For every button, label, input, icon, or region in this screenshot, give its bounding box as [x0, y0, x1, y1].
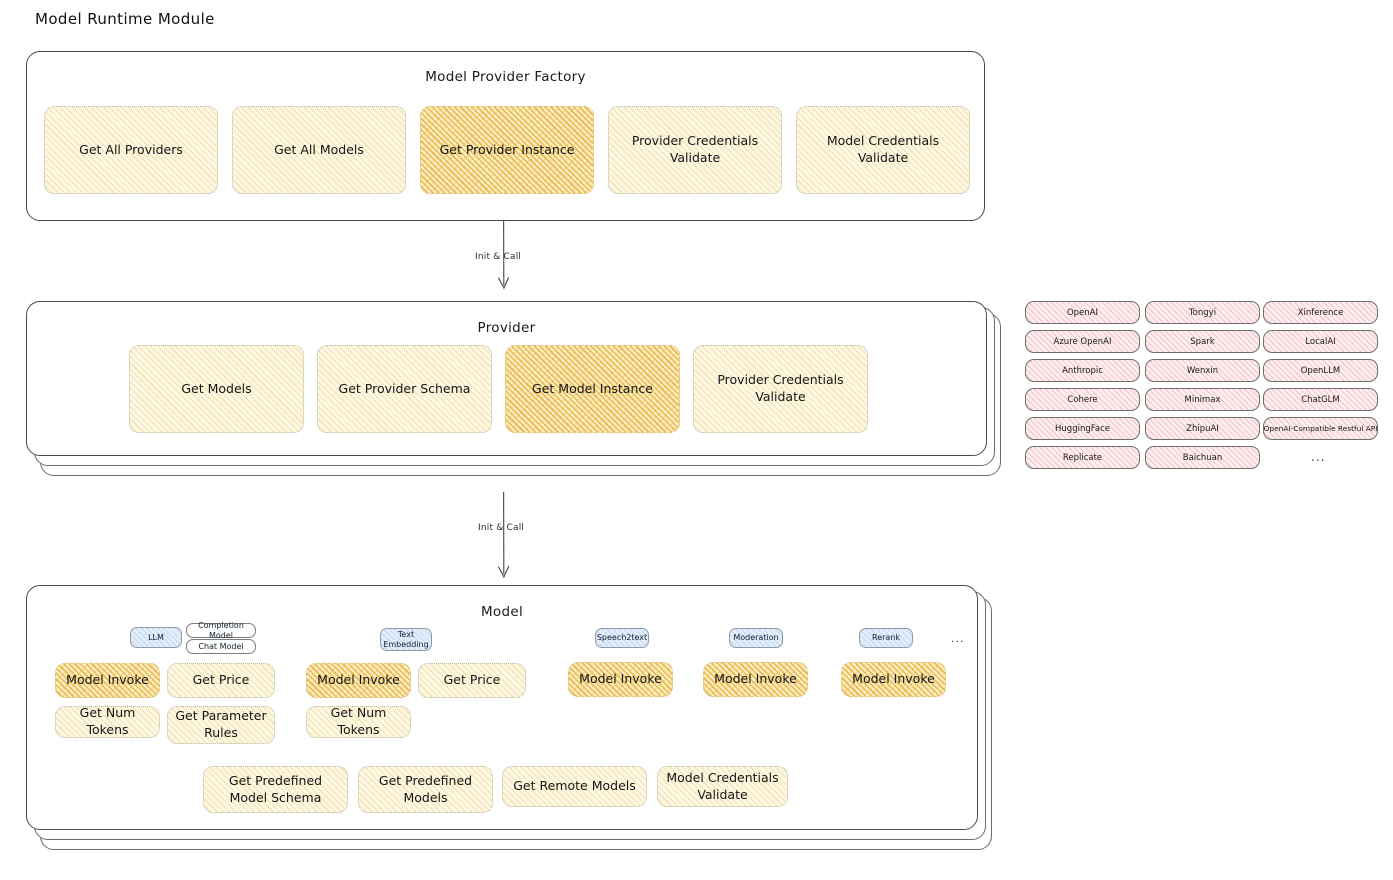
arrow-factory-to-provider — [498, 220, 510, 290]
model-types-more: ... — [951, 632, 965, 645]
factory-method-get-all-providers[interactable]: Get All Providers — [44, 106, 218, 194]
provider-method-provider-credentials-validate[interactable]: Provider Credentials Validate — [693, 345, 868, 433]
provider-tag-cohere[interactable]: Cohere — [1025, 388, 1140, 411]
text-embedding-method-get-num-tokens[interactable]: Get Num Tokens — [306, 705, 411, 738]
provider-list-more: ... — [1311, 450, 1326, 464]
provider-tag-azure-openai[interactable]: Azure OpenAI — [1025, 330, 1140, 353]
speech2text-method-model-invoke[interactable]: Model Invoke — [568, 662, 673, 697]
provider-tag-openai[interactable]: OpenAI — [1025, 301, 1140, 324]
factory-method-get-all-models[interactable]: Get All Models — [232, 106, 406, 194]
provider-tag-huggingface[interactable]: HuggingFace — [1025, 417, 1140, 440]
provider-tag-baichuan[interactable]: Baichuan — [1145, 446, 1260, 469]
provider-tag-chatglm[interactable]: ChatGLM — [1263, 388, 1378, 411]
arrow-label-init-and-call-1: Init & Call — [475, 252, 522, 262]
provider-method-get-provider-schema[interactable]: Get Provider Schema — [317, 345, 492, 433]
provider-tag-openllm[interactable]: OpenLLM — [1263, 359, 1378, 382]
model-type-badge-text-embedding[interactable]: Text Embedding — [380, 628, 432, 651]
arrow-label-init-and-call-2: Init & Call — [478, 523, 525, 533]
model-shared-method-get-predefined-model-schema[interactable]: Get Predefined Model Schema — [203, 766, 348, 813]
page-title: Model Runtime Module — [35, 10, 215, 28]
provider-tag-xinference[interactable]: Xinference — [1263, 301, 1378, 324]
model-shared-method-get-predefined-models[interactable]: Get Predefined Models — [358, 766, 493, 813]
text-embedding-method-model-invoke[interactable]: Model Invoke — [306, 663, 411, 698]
moderation-method-model-invoke[interactable]: Model Invoke — [703, 662, 808, 697]
model-shared-method-get-remote-models[interactable]: Get Remote Models — [502, 766, 647, 807]
llm-method-get-parameter-rules[interactable]: Get Parameter Rules — [167, 706, 275, 744]
model-subtype-chat-model[interactable]: Chat Model — [186, 639, 256, 654]
provider-tag-anthropic[interactable]: Anthropic — [1025, 359, 1140, 382]
rerank-method-model-invoke[interactable]: Model Invoke — [841, 662, 946, 697]
provider-tag-localai[interactable]: LocalAI — [1263, 330, 1378, 353]
provider-tag-tongyi[interactable]: Tongyi — [1145, 301, 1260, 324]
provider-tag-wenxin[interactable]: Wenxin — [1145, 359, 1260, 382]
model-type-badge-llm[interactable]: LLM — [130, 627, 182, 648]
model-type-badge-moderation[interactable]: Moderation — [729, 628, 783, 648]
provider-method-get-model-instance[interactable]: Get Model Instance — [505, 345, 680, 433]
model-subtype-completion-model[interactable]: Completion Model — [186, 621, 256, 640]
provider-tag-zhipuai[interactable]: ZhipuAI — [1145, 417, 1260, 440]
model-type-badge-rerank[interactable]: Rerank — [859, 628, 913, 648]
factory-method-provider-credentials-validate[interactable]: Provider Credentials Validate — [608, 106, 782, 194]
factory-method-get-provider-instance[interactable]: Get Provider Instance — [420, 106, 594, 194]
model-type-badge-speech2text[interactable]: Speech2text — [595, 628, 649, 648]
llm-method-get-price[interactable]: Get Price — [167, 663, 275, 698]
provider-method-get-models[interactable]: Get Models — [129, 345, 304, 433]
provider-tag-spark[interactable]: Spark — [1145, 330, 1260, 353]
provider-tag-minimax[interactable]: Minimax — [1145, 388, 1260, 411]
provider-tag-replicate[interactable]: Replicate — [1025, 446, 1140, 469]
model-shared-method-model-credentials-validate[interactable]: Model Credentials Validate — [657, 766, 788, 807]
provider-tag-openai-compatible-restful-api[interactable]: OpenAI-Compatible Restful API — [1263, 417, 1378, 440]
arrow-provider-to-model — [498, 491, 510, 579]
llm-method-get-num-tokens[interactable]: Get Num Tokens — [55, 705, 160, 738]
llm-method-model-invoke[interactable]: Model Invoke — [55, 663, 160, 698]
factory-method-model-credentials-validate[interactable]: Model Credentials Validate — [796, 106, 970, 194]
text-embedding-method-get-price[interactable]: Get Price — [418, 663, 526, 698]
